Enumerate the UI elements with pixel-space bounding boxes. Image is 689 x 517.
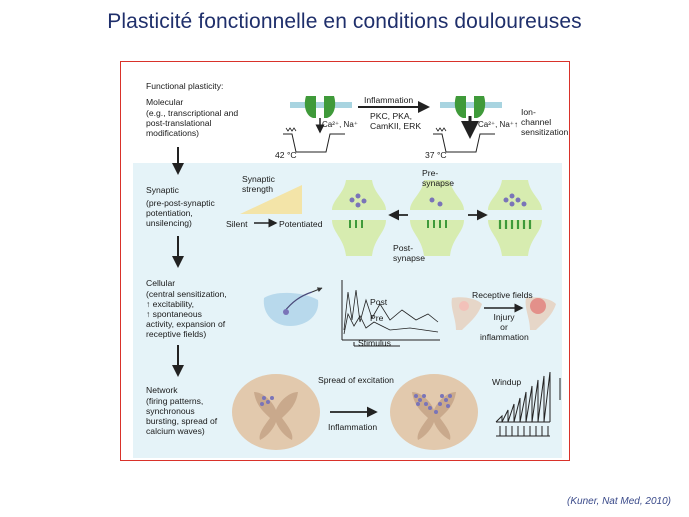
spinal-cord-left [232,374,320,450]
synapse-middle [410,180,464,256]
windup-trace [495,371,561,437]
neuron-tissue-icon [263,287,323,326]
silent-label: Silent [226,219,248,229]
injury-label: Injury or inflammation [480,312,529,342]
potentiated-label: Potentiated [279,219,323,229]
synaptic-heading: Synaptic [146,185,179,195]
ion-channel-right-icon [454,96,486,118]
receptive-field-left [451,297,482,330]
inflammation-label: Inflammation [364,95,414,105]
membrane-left [290,102,352,108]
slide-title: Plasticité fonctionnelle en conditions d… [107,10,582,33]
post-trace-label: Post [370,297,388,307]
network-heading: Network [146,385,178,395]
ion-channel-sensitization-label: Ion- channel sensitization [521,107,569,137]
postsynapse-label: Post- synapse [393,243,426,263]
synaptic-strength-triangle [240,185,302,214]
synaptic-strength-label: Synaptic strength [242,174,275,194]
molecular-detail: (e.g., transcriptional and post-translat… [146,108,239,138]
presynapse-label: Pre- synapse [422,168,455,188]
temperature-trace-left [283,127,345,153]
temperature-trace-right [433,127,495,153]
ions-left-label: Ca²⁺, Na⁺ [322,120,359,129]
receptive-field-right [525,297,556,330]
spinal-cord-right [390,374,478,450]
membrane-right [440,102,502,108]
synaptic-detail: (pre-post-synaptic potentiation, unsilen… [146,198,215,228]
figure-panel-background [133,163,562,458]
network-inflammation-label: Inflammation [328,422,378,432]
molecular-heading: Molecular [146,97,184,107]
potential-trace-plot [341,280,440,347]
cellular-detail: (central sensitization, ↑ excitability, … [146,289,227,339]
network-detail: (firing patterns, synchronous bursting, … [146,396,218,436]
kinases-label: PKC, PKA, CamKII, ERK [370,111,422,131]
synapse-right [488,180,542,256]
pre-trace-label: Pre [370,313,384,323]
functional-plasticity-label: Functional plasticity: [146,81,224,91]
receptive-fields-label: Receptive fields [472,290,533,300]
ions-right-label: Ca²⁺, Na⁺↑ [478,120,519,129]
windup-label: Windup [492,377,522,387]
temperature-right-label: 37 °C [425,150,447,160]
citation: (Kuner, Nat Med, 2010) [567,496,671,507]
synapse-left [332,180,386,256]
spread-of-excitation-label: Spread of excitation [318,375,394,385]
temperature-left-label: 42 °C [275,150,297,160]
cellular-heading: Cellular [146,278,176,288]
stimulus-label: Stimulus [358,338,391,348]
ion-channel-left-icon [304,96,336,118]
